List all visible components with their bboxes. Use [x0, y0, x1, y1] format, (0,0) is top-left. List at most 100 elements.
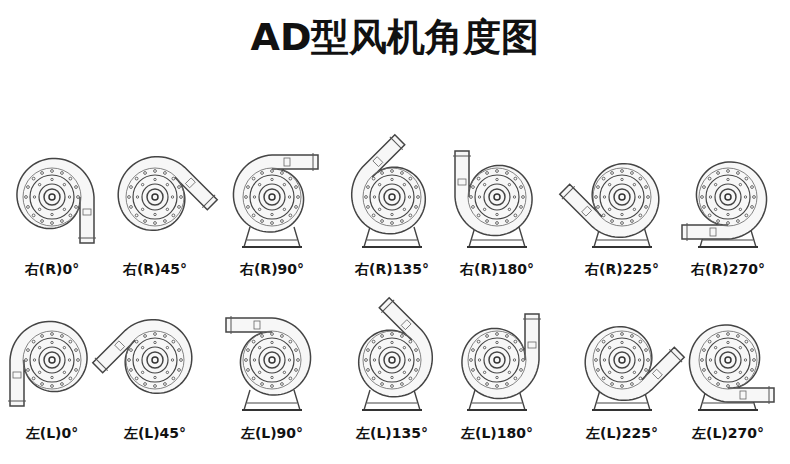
bolt-hole: [247, 206, 250, 209]
bolt-hole: [381, 383, 384, 386]
hub-bolt: [271, 178, 273, 180]
fan-casing-group: [17, 158, 96, 243]
bolt-hole: [417, 196, 420, 199]
fan-casing-group: [233, 153, 318, 232]
bolt-hole: [144, 220, 147, 223]
hub-bolt: [288, 196, 290, 198]
hub-bolt: [633, 346, 635, 348]
hub-bolt: [288, 359, 290, 361]
bolt-hole: [472, 186, 475, 189]
hub-bolt: [136, 359, 138, 361]
hub-bolt: [483, 371, 485, 373]
bolt-hole: [631, 383, 634, 386]
hub-bolt: [51, 376, 53, 378]
bolt-hole: [154, 222, 157, 225]
hub-bolt: [727, 376, 729, 378]
impeller-ring: [259, 184, 285, 210]
bolt-hole: [415, 349, 418, 352]
impeller-ring: [152, 357, 158, 363]
hub-bolt: [739, 371, 741, 373]
bolt-hole: [621, 385, 624, 388]
impeller-ring: [133, 175, 177, 219]
impeller-ring: [30, 175, 74, 219]
bolt-hole: [621, 222, 624, 225]
bolt-hole: [470, 359, 473, 362]
impeller-ring: [363, 168, 421, 226]
bolt-hole: [365, 196, 368, 199]
bolt-hole: [486, 335, 489, 338]
bolt-hole: [69, 214, 72, 217]
hub-bolt: [63, 208, 65, 210]
impeller-ring: [614, 352, 630, 368]
name-plate: [740, 391, 746, 399]
hub-bolt: [136, 196, 138, 198]
bolt-hole: [751, 349, 754, 352]
impeller-ring: [243, 168, 301, 226]
hub-bolt: [727, 213, 729, 215]
stand-bar: [472, 239, 522, 240]
hub-bolt: [38, 183, 40, 185]
bolt-hole: [611, 335, 614, 338]
hub-bolt: [391, 376, 393, 378]
stand-bar: [247, 402, 297, 403]
bolt-hole: [727, 222, 730, 225]
hub-bolt: [258, 183, 260, 185]
bolt-hole: [372, 340, 375, 343]
fan-casing-group: [334, 133, 450, 249]
bolt-hole: [172, 340, 175, 343]
fan-drawing: [17, 158, 96, 243]
bolt-hole: [178, 186, 181, 189]
impeller-ring: [264, 352, 280, 368]
bolt-hole: [51, 385, 54, 388]
bolt-hole: [391, 333, 394, 336]
bolt-hole: [514, 214, 517, 217]
bolt-hole: [381, 220, 384, 223]
hub-bolt: [496, 376, 498, 378]
hub-bolt: [727, 341, 729, 343]
hub-bolt: [166, 371, 168, 373]
hub-bolt: [621, 341, 623, 343]
name-plate: [115, 341, 125, 351]
bolt-hole: [130, 369, 133, 372]
name-plate: [710, 228, 716, 236]
stand-bar: [367, 402, 417, 403]
bolt-hole: [154, 333, 157, 336]
bolt-hole: [130, 206, 133, 209]
bolt-hole: [621, 170, 624, 173]
impeller-ring: [370, 175, 414, 219]
bolt-hole: [496, 333, 499, 336]
bolt-hole: [703, 186, 706, 189]
bolt-hole: [391, 170, 394, 173]
hub-bolt: [621, 213, 623, 215]
name-plate: [652, 369, 662, 379]
bolt-hole: [41, 172, 44, 175]
hub-bolt: [271, 376, 273, 378]
angle-label: 左(L)135°: [356, 425, 428, 443]
outlet-flange: [669, 349, 682, 362]
fan-casing-group: [103, 139, 219, 255]
bolt-hole: [645, 186, 648, 189]
impeller-ring: [494, 194, 500, 200]
bolt-hole: [472, 349, 475, 352]
bolt-hole: [281, 220, 284, 223]
bolt-hole: [32, 177, 35, 180]
impeller-ring: [715, 347, 741, 373]
bolt-hole: [61, 220, 64, 223]
bolt-hole: [645, 206, 648, 209]
impeller-ring: [30, 338, 74, 382]
impeller-ring: [715, 184, 741, 210]
bolt-hole: [415, 369, 418, 372]
bolt-hole: [611, 383, 614, 386]
hub-bolt: [608, 183, 610, 185]
fan-casing-group: [335, 296, 451, 412]
hub-bolt: [271, 213, 273, 215]
impeller-ring: [384, 352, 400, 368]
bolt-hole: [409, 214, 412, 217]
hub-bolt: [403, 208, 405, 210]
hub-bolt: [603, 196, 605, 198]
bolt-hole: [27, 206, 30, 209]
bolt-hole: [261, 172, 264, 175]
bolt-hole: [717, 383, 720, 386]
bolt-hole: [27, 349, 30, 352]
